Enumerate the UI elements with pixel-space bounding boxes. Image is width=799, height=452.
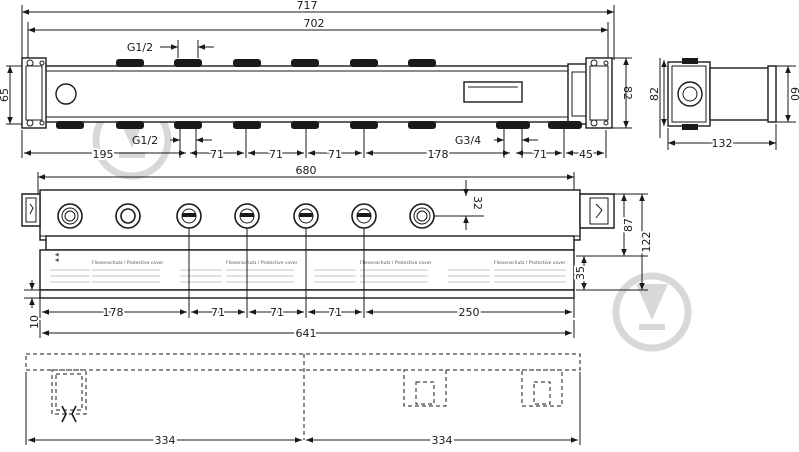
dim-spacing-b: 71 xyxy=(269,148,283,161)
top-ports xyxy=(56,59,582,129)
dim-spacing-left: 195 xyxy=(93,148,114,161)
bracket-left xyxy=(21,57,47,129)
bottom-view: 334 334 xyxy=(25,353,581,449)
dim-front-spacing-b: 71 xyxy=(270,306,284,319)
dim-plaster-depth: 35 xyxy=(574,266,587,280)
valve-2 xyxy=(115,203,141,229)
dim-spacing-mid: 178 xyxy=(428,148,449,161)
sticker-text-4: Fliesenschutz / Protective cover xyxy=(494,260,566,266)
dim-front-spacing-right: 250 xyxy=(459,306,480,319)
valve-1 xyxy=(57,203,83,229)
dim-side-height-82: 82 xyxy=(648,87,661,101)
dim-side-height-right: 60 xyxy=(788,87,799,101)
dim-height-87: 87 xyxy=(622,218,635,232)
display-window xyxy=(463,81,523,103)
dim-side-depth: 132 xyxy=(712,137,733,150)
side-view: 82 82 60 132 xyxy=(648,58,799,152)
dim-front-width: 680 xyxy=(296,164,317,177)
dim-bottom-offset: 10 xyxy=(28,315,41,329)
dim-overall-width: 717 xyxy=(297,0,318,12)
dim-spacing-a: 71 xyxy=(210,148,224,161)
thread-label-top: G1/2 xyxy=(127,41,153,54)
dim-front-spacing-left: 178 xyxy=(103,306,124,319)
dim-inner-width: 702 xyxy=(304,17,325,30)
front-view: 680 32 xyxy=(21,164,655,342)
bracket-right xyxy=(585,57,613,129)
front-bracket-right xyxy=(579,193,615,229)
watermark-logo-right xyxy=(612,272,692,352)
dim-bottom-spacing-left: 334 xyxy=(155,434,176,447)
dim-spacing-c: 71 xyxy=(328,148,342,161)
protective-cover-labels: ▲ ▲ Fliesenschutz / Protective cover Fli… xyxy=(54,253,566,266)
sticker-text-3: Fliesenschutz / Protective cover xyxy=(360,260,432,266)
dim-spacing-right: 45 xyxy=(579,148,593,161)
sticker-text-2: Fliesenschutz / Protective cover xyxy=(226,260,298,266)
dim-front-spacing-a: 71 xyxy=(211,306,225,319)
dim-bottom-spacing-right: 334 xyxy=(432,434,453,447)
top-view: 717 702 G1/2 65 82 xyxy=(0,0,634,163)
sticker-text-1: Fliesenschutz / Protective cover xyxy=(92,260,164,266)
dim-height-left: 65 xyxy=(0,88,11,102)
dim-height-right: 82 xyxy=(621,86,634,100)
dim-height-122: 122 xyxy=(640,232,653,253)
dim-valve-height: 32 xyxy=(471,196,484,210)
control-knob-outline xyxy=(55,83,77,105)
svg-text:▲ ▲: ▲ ▲ xyxy=(54,253,60,262)
dim-spacing-d: 71 xyxy=(533,148,547,161)
thread-label-bottom: G1/2 xyxy=(132,134,158,147)
dim-front-spacing-c: 71 xyxy=(328,306,342,319)
thread-label-outlet: G3/4 xyxy=(455,134,481,147)
front-bracket-left xyxy=(21,193,41,227)
dim-front-overall-width: 641 xyxy=(296,327,317,340)
